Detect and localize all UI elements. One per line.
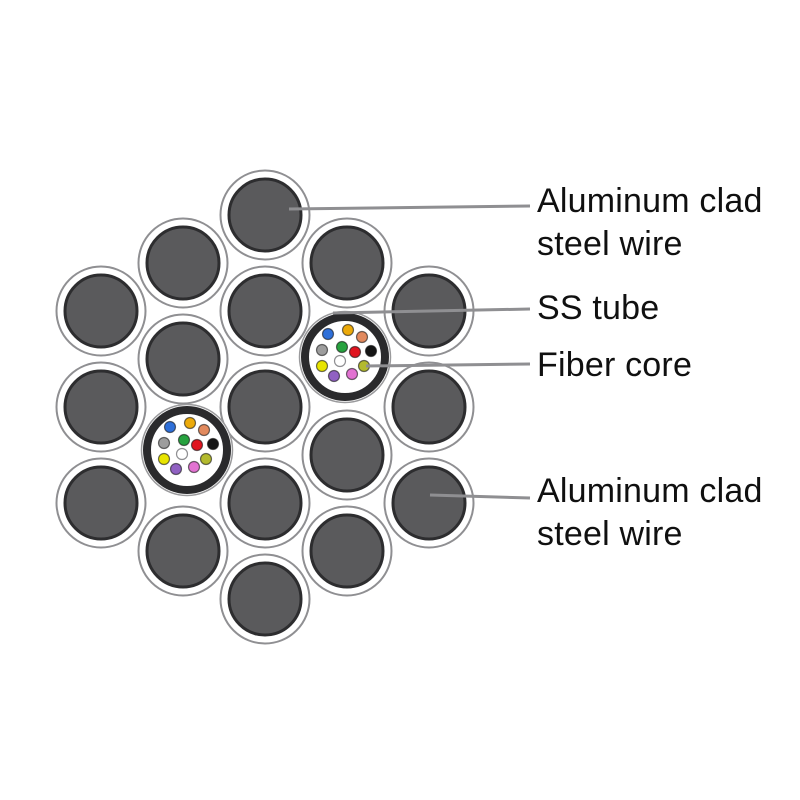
aluminum-clad-steel-wire bbox=[219, 265, 311, 357]
aluminum-clad-steel-wire bbox=[301, 217, 393, 309]
fiber-core-amber bbox=[341, 323, 355, 337]
label-fiber-core: Fiber core bbox=[537, 346, 693, 384]
fiber-core-amber bbox=[183, 416, 197, 430]
fiber-core-black bbox=[364, 344, 378, 358]
wire-disc bbox=[309, 225, 385, 301]
fiber-core-magenta bbox=[345, 367, 359, 381]
fiber-core-white bbox=[333, 354, 347, 368]
wire-outer-ring bbox=[55, 265, 147, 357]
fiber-core-magenta bbox=[187, 460, 201, 474]
fiber-core-green bbox=[335, 340, 349, 354]
aluminum-clad-steel-wire bbox=[301, 505, 393, 597]
fiber-core-red bbox=[190, 438, 204, 452]
aluminum-clad-steel-wire bbox=[301, 409, 393, 501]
aluminum-clad-steel-wire bbox=[219, 361, 311, 453]
aluminum-clad-steel-wire bbox=[137, 313, 229, 405]
fiber-core-gray bbox=[157, 436, 171, 450]
wire-outer-ring bbox=[383, 457, 475, 549]
aluminum-clad-steel-wire bbox=[55, 457, 147, 549]
wire-outer-ring bbox=[55, 361, 147, 453]
wire-disc bbox=[309, 513, 385, 589]
wire-disc bbox=[145, 321, 221, 397]
fiber-core-salmon bbox=[355, 330, 369, 344]
aluminum-clad-steel-wire bbox=[383, 457, 475, 549]
aluminum-clad-steel-wire bbox=[383, 361, 475, 453]
wire-outer-ring bbox=[219, 457, 311, 549]
fiber-core-purple bbox=[169, 462, 183, 476]
wire-outer-ring bbox=[219, 265, 311, 357]
wire-outer-ring bbox=[137, 313, 229, 405]
wire-disc bbox=[145, 225, 221, 301]
wire-outer-ring bbox=[301, 505, 393, 597]
fiber-core-blue bbox=[163, 420, 177, 434]
wire-outer-ring bbox=[301, 409, 393, 501]
fiber-core-purple bbox=[327, 369, 341, 383]
wire-disc bbox=[63, 465, 139, 541]
wire-disc bbox=[227, 369, 303, 445]
fiber-core-olive bbox=[199, 452, 213, 466]
fiber-core-black bbox=[206, 437, 220, 451]
label-aluminum-clad-steel-wire-top: Aluminum clad steel wire bbox=[537, 182, 763, 263]
wire-disc bbox=[227, 273, 303, 349]
wire-outer-ring bbox=[55, 457, 147, 549]
wire-outer-ring bbox=[301, 217, 393, 309]
fiber-core-white bbox=[175, 447, 189, 461]
aluminum-clad-steel-wire bbox=[55, 361, 147, 453]
wire-disc bbox=[391, 369, 467, 445]
fiber-core-gray bbox=[315, 343, 329, 357]
leader-line-ss-tube bbox=[332, 307, 531, 315]
aluminum-clad-steel-wire bbox=[219, 457, 311, 549]
leader-line-aluminum-top bbox=[288, 204, 531, 211]
label-aluminum-clad-steel-wire-bottom: Aluminum clad steel wire bbox=[537, 472, 763, 553]
wire-outer-ring bbox=[137, 217, 229, 309]
label-ss-tube: SS tube bbox=[537, 289, 660, 327]
aluminum-clad-steel-wire bbox=[137, 505, 229, 597]
leader-line-fiber-core bbox=[365, 362, 531, 368]
wire-outer-ring bbox=[219, 361, 311, 453]
ss-tube bbox=[140, 403, 234, 497]
fiber-core-red bbox=[348, 345, 362, 359]
leader-line-aluminum-bottom bbox=[429, 493, 531, 500]
aluminum-clad-steel-wire bbox=[55, 265, 147, 357]
wire-disc bbox=[227, 561, 303, 637]
wire-disc bbox=[63, 369, 139, 445]
wire-disc bbox=[227, 177, 303, 253]
fiber-core-salmon bbox=[197, 423, 211, 437]
fiber-core-green bbox=[177, 433, 191, 447]
wire-outer-ring bbox=[219, 553, 311, 645]
wire-outer-ring bbox=[383, 361, 475, 453]
wire-disc bbox=[227, 465, 303, 541]
ss-tube bbox=[298, 310, 392, 404]
wire-outer-ring bbox=[137, 505, 229, 597]
aluminum-clad-steel-wire bbox=[219, 553, 311, 645]
fiber-core-yellow bbox=[157, 452, 171, 466]
aluminum-clad-steel-wire bbox=[137, 217, 229, 309]
fiber-core-yellow bbox=[315, 359, 329, 373]
wire-disc bbox=[391, 465, 467, 541]
wire-disc bbox=[309, 417, 385, 493]
fiber-core-blue bbox=[321, 327, 335, 341]
wire-disc bbox=[63, 273, 139, 349]
aluminum-clad-steel-wire bbox=[219, 169, 311, 261]
wire-outer-ring bbox=[219, 169, 311, 261]
wire-disc bbox=[145, 513, 221, 589]
